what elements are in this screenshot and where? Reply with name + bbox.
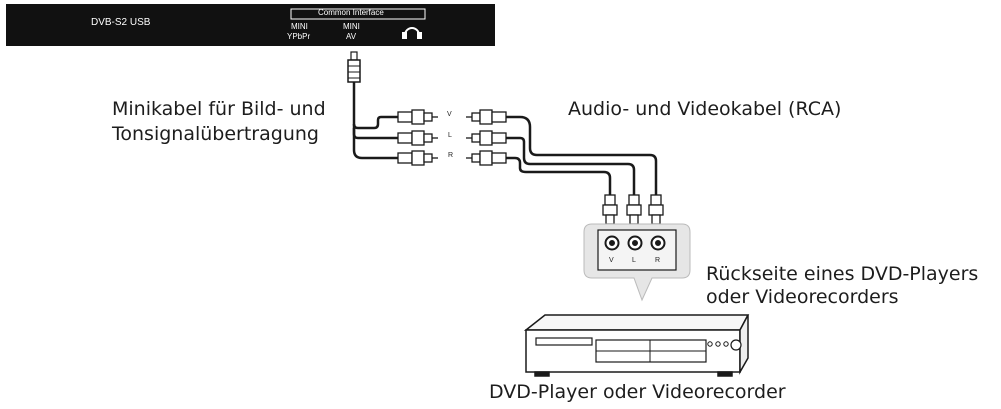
mini-jack-plug (347, 51, 361, 83)
channel-v-label: V (447, 111, 452, 118)
common-interface-slot (290, 8, 426, 20)
rca-plug-right-v (466, 109, 507, 125)
jack-r-label: R (655, 257, 661, 264)
dvd-player-side (739, 314, 749, 375)
jack-l-label: L (632, 257, 636, 264)
dvd-player-top (523, 314, 750, 331)
channel-r-label: R (448, 152, 454, 159)
power-knob (730, 339, 742, 351)
rca-jacks (604, 235, 666, 251)
rear-panel-label-line2: oder Videorecorders (706, 286, 899, 308)
front-button-3 (723, 341, 729, 347)
dvd-player-foot-right (717, 371, 733, 377)
jack-v-label: V (609, 257, 614, 264)
rca-plug-vertical-r (648, 194, 664, 225)
rca-plug-vertical-v (602, 194, 618, 225)
rca-plugs-vertical (602, 194, 664, 225)
rear-panel-label-line1: Rückseite eines DVD-Players (706, 263, 979, 285)
rca-jack-v (604, 235, 620, 251)
rca-plugs-left (397, 109, 438, 166)
dvd-player-foot-left (534, 371, 550, 377)
mini-cable-split (352, 115, 398, 160)
mini-ypbpr-label-1: MINI (291, 22, 308, 31)
rca-plug-vertical-l (626, 194, 642, 225)
device-label: DVD-Player oder Videorecorder (489, 381, 786, 403)
common-interface-label: Common Interface (318, 8, 384, 17)
minicable-label-line2: Tonsignalübertragung (112, 123, 319, 145)
mini-ypbpr-label-2: YPbPr (287, 32, 311, 41)
rca-cables (506, 115, 658, 195)
disc-tray (535, 337, 593, 346)
rca-jack-r (650, 235, 666, 251)
dvd-player (523, 314, 750, 377)
mini-av-label-2: AV (346, 32, 357, 41)
rca-plug-right-r (466, 150, 507, 166)
front-button-1 (707, 341, 713, 347)
rca-jack-l (627, 235, 643, 251)
minicable-label-line1: Minikabel für Bild- und (112, 98, 326, 120)
rca-plug-left-v (397, 109, 438, 125)
headphone-icon (402, 27, 422, 39)
panel-port-label: DVB-S2 USB (91, 17, 151, 28)
mini-av-label-1: MINI (343, 22, 360, 31)
rca-plugs-right (466, 109, 507, 166)
rca-plug-right-l (466, 130, 507, 146)
rca-cable-label: Audio- und Videokabel (RCA) (568, 98, 842, 120)
rca-plug-left-l (397, 130, 438, 146)
channel-l-label: L (448, 132, 452, 139)
tv-back-panel (6, 4, 495, 46)
front-button-2 (715, 341, 721, 347)
rca-plug-left-r (397, 150, 438, 166)
